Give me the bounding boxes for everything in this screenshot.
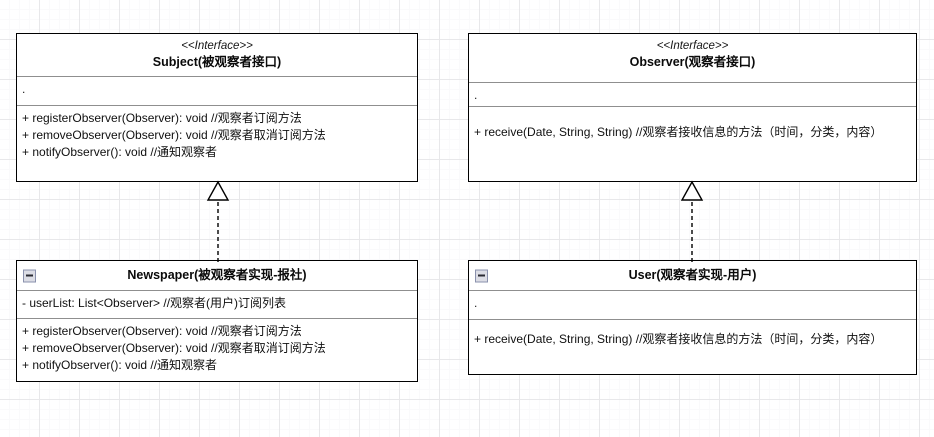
newspaper-type-name: Newspaper(被观察者实现-报社) — [127, 268, 307, 282]
collapse-minus-icon[interactable] — [23, 269, 36, 282]
user-methods: + receive(Date, String, String) //观察者接收信… — [469, 320, 916, 352]
uml-class-observer[interactable]: <<Interface>> Observer(观察者接口) . + receiv… — [468, 33, 917, 182]
observer-header: <<Interface>> Observer(观察者接口) — [469, 34, 916, 83]
realization-user-to-observer — [680, 180, 704, 262]
subject-stereotype: <<Interface>> — [181, 40, 253, 52]
observer-methods: + receive(Date, String, String) //观察者接收信… — [469, 107, 916, 145]
uml-class-subject[interactable]: <<Interface>> Subject(被观察者接口) . + regist… — [16, 33, 418, 182]
newspaper-attribute-row: - userList: List<Observer> //观察者(用户)订阅列表 — [22, 296, 287, 310]
newspaper-method-row: + removeObserver(Observer): void //观察者取消… — [22, 341, 326, 355]
subject-method-row: + registerObserver(Observer): void //观察者… — [22, 111, 302, 125]
newspaper-methods: + registerObserver(Observer): void //观察者… — [17, 319, 417, 378]
observer-stereotype: <<Interface>> — [656, 40, 729, 52]
subject-method-row: + removeObserver(Observer): void //观察者取消… — [22, 128, 326, 142]
subject-methods: + registerObserver(Observer): void //观察者… — [17, 106, 417, 165]
user-attribute-row: . — [474, 296, 478, 310]
observer-attributes: . — [469, 83, 916, 107]
newspaper-attributes: - userList: List<Observer> //观察者(用户)订阅列表 — [17, 291, 417, 319]
realization-newspaper-to-subject — [206, 180, 230, 262]
user-attributes: . — [469, 291, 916, 320]
uml-class-newspaper[interactable]: Newspaper(被观察者实现-报社) - userList: List<Ob… — [16, 260, 418, 382]
observer-attribute-row: . — [474, 88, 478, 102]
subject-header: <<Interface>> Subject(被观察者接口) — [17, 34, 417, 77]
user-method-row: + receive(Date, String, String) //观察者接收信… — [474, 332, 883, 346]
subject-attribute-row: . — [22, 82, 26, 96]
newspaper-method-row: + notifyObserver(): void //通知观察者 — [22, 358, 218, 372]
newspaper-method-row: + registerObserver(Observer): void //观察者… — [22, 324, 302, 338]
user-type-name: User(观察者实现-用户) — [628, 268, 757, 282]
newspaper-header: Newspaper(被观察者实现-报社) — [17, 261, 417, 291]
user-header: User(观察者实现-用户) — [469, 261, 916, 291]
observer-type-name: Observer(观察者接口) — [629, 55, 756, 69]
observer-method-row: + receive(Date, String, String) //观察者接收信… — [474, 125, 883, 139]
collapse-minus-icon[interactable] — [475, 269, 488, 282]
subject-attributes: . — [17, 77, 417, 106]
uml-class-user[interactable]: User(观察者实现-用户) . + receive(Date, String,… — [468, 260, 917, 375]
subject-type-name: Subject(被观察者接口) — [152, 55, 282, 69]
subject-method-row: + notifyObserver(): void //通知观察者 — [22, 145, 218, 159]
